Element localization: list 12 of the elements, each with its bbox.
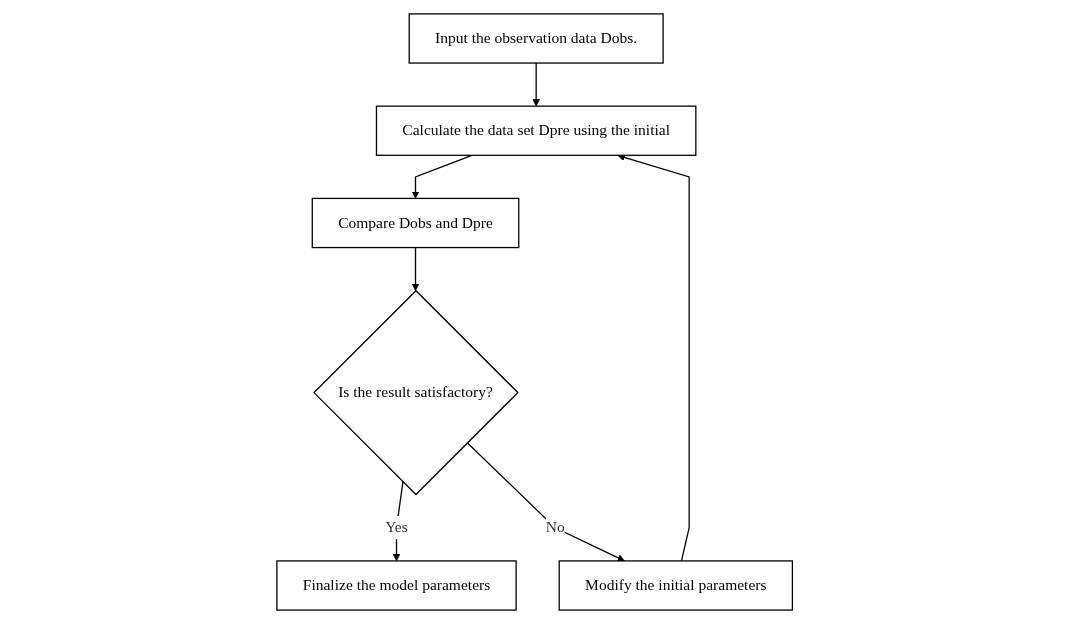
arrow [412, 154, 473, 199]
arrow [532, 62, 541, 107]
node-box: Finalize the model parameters [276, 560, 518, 611]
node-box: Input the observation data Dobs. [408, 13, 665, 64]
arrow [412, 246, 420, 292]
node-box: Compare Dobs and Dpre [311, 197, 520, 249]
edge-label: Yes [385, 518, 409, 536]
node-diamond: Is the result satisfactory? [313, 289, 520, 496]
node-box: Calculate the data set Dpre using the initial [376, 105, 697, 156]
edge-label: No [546, 518, 565, 536]
node-box: Modify the initial parameters [558, 560, 794, 611]
arrow [467, 442, 626, 562]
